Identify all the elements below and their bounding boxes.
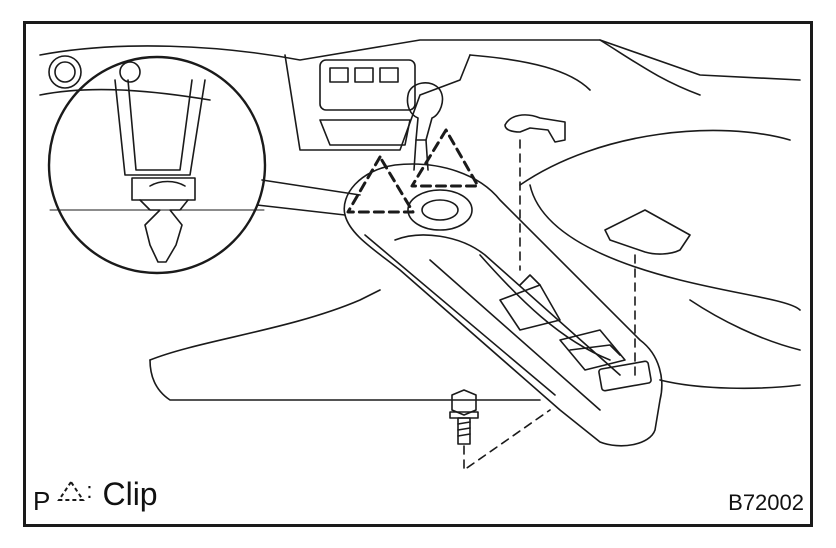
floor-outline [149,129,801,401]
installation-guide-lines [463,139,636,471]
page-marker: P [33,486,51,516]
legend-label: Clip [102,476,158,512]
clip-marker-triangle [410,128,480,188]
triangle-clip-icon [57,480,86,501]
legend: P : Clip [33,474,158,514]
figure-code: B72002 [728,490,804,515]
console-bracket [504,114,566,143]
clip-markers [346,128,480,214]
dashboard-outline [39,39,801,151]
clip-marker-triangle [346,155,415,214]
bolt [449,389,479,445]
center-console [343,163,663,447]
cover-panel [604,209,691,255]
clip-detail-callout [47,55,361,275]
shift-lever [406,82,473,231]
legend-separator: : [86,478,93,503]
